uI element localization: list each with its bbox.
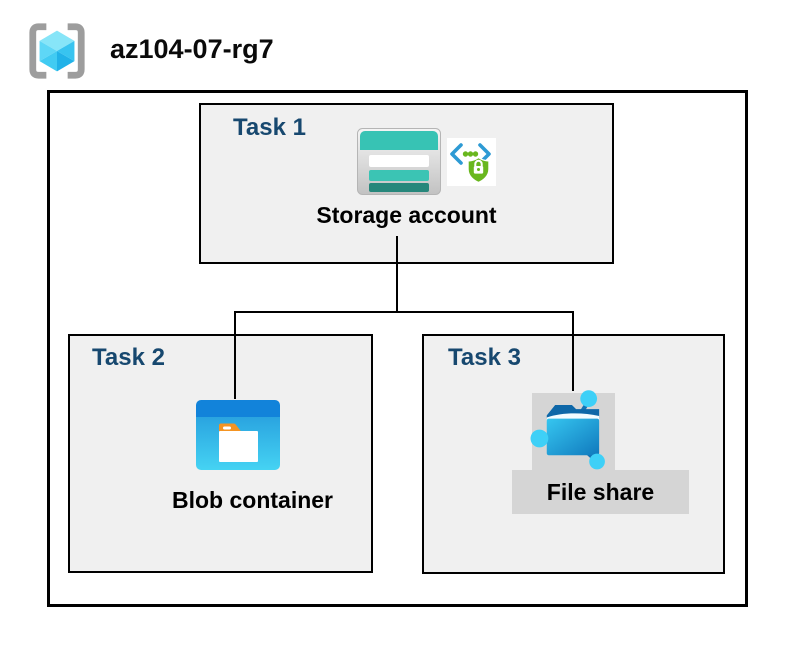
task2-box: Task 2 Blob container <box>68 334 373 573</box>
file-share-label-highlight: File share <box>512 470 689 514</box>
connector-to-blob-container <box>234 311 236 399</box>
task1-box: Task 1 Storage account <box>199 103 614 264</box>
task3-label: Task 3 <box>448 344 521 371</box>
task2-label: Task 2 <box>92 344 165 371</box>
resource-group-icon <box>29 23 85 79</box>
connector-branch-horizontal <box>234 311 574 313</box>
resource-group-name: az104-07-rg7 <box>110 34 274 64</box>
file-share-icon <box>530 390 605 470</box>
blob-container-label: Blob container <box>171 487 333 513</box>
file-share-label: File share <box>546 479 655 505</box>
shared-access-signature-icon <box>447 138 496 186</box>
connector-to-file-share <box>572 311 574 391</box>
task1-label: Task 1 <box>233 114 306 141</box>
storage-account-icon <box>357 128 441 195</box>
storage-account-label: Storage account <box>316 202 497 228</box>
connector-storage-trunk <box>396 236 398 313</box>
blob-container-icon <box>196 400 280 470</box>
